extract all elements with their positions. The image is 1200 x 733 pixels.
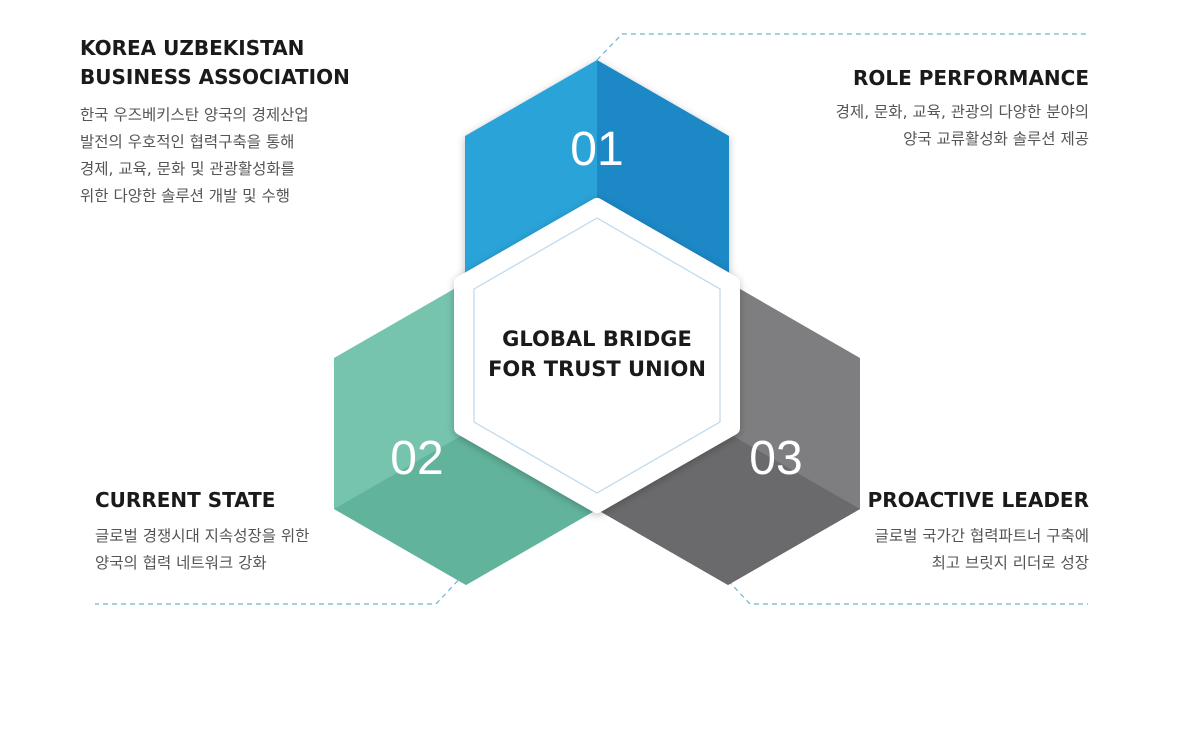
role-desc-line-2: 양국 교류활성화 솔루션 제공 bbox=[903, 130, 1089, 148]
association-desc-line-3: 경제, 교육, 문화 및 관광활성화를 bbox=[80, 160, 295, 178]
proactive-block: PROACTIVE LEADER 글로벌 국가간 협력파트너 구축에 최고 브릿… bbox=[868, 486, 1089, 577]
proactive-desc-line-1: 글로벌 국가간 협력파트너 구축에 bbox=[874, 527, 1089, 545]
role-description: 경제, 문화, 교육, 관광의 다양한 분야의 양국 교류활성화 솔루션 제공 bbox=[836, 99, 1089, 153]
role-desc-line-1: 경제, 문화, 교육, 관광의 다양한 분야의 bbox=[835, 103, 1089, 121]
association-description: 한국 우즈베키스탄 양국의 경제산업 발전의 우호적인 협력구축을 통해 경제,… bbox=[80, 102, 350, 210]
association-block: KOREA UZBEKISTAN BUSINESS ASSOCIATION 한국… bbox=[80, 34, 350, 210]
association-title-line-2: BUSINESS ASSOCIATION bbox=[80, 65, 350, 89]
current-title: CURRENT STATE bbox=[95, 488, 276, 512]
proactive-title: PROACTIVE LEADER bbox=[867, 488, 1089, 512]
hexagon-03-number: 03 bbox=[749, 432, 802, 485]
association-desc-line-1: 한국 우즈베키스탄 양국의 경제산업 bbox=[80, 106, 309, 124]
association-title: KOREA UZBEKISTAN BUSINESS ASSOCIATION bbox=[80, 34, 350, 92]
current-block: CURRENT STATE 글로벌 경쟁시대 지속성장을 위한 양국의 협력 네… bbox=[95, 486, 309, 577]
association-title-line-1: KOREA UZBEKISTAN bbox=[80, 36, 305, 60]
role-title: ROLE PERFORMANCE bbox=[852, 66, 1089, 90]
current-desc-line-1: 글로벌 경쟁시대 지속성장을 위한 bbox=[95, 527, 310, 545]
role-block: ROLE PERFORMANCE 경제, 문화, 교육, 관광의 다양한 분야의… bbox=[836, 64, 1089, 153]
proactive-description: 글로벌 국가간 협력파트너 구축에 최고 브릿지 리더로 성장 bbox=[868, 523, 1089, 577]
center-title-line-2: FOR TRUST UNION bbox=[488, 357, 706, 381]
association-desc-line-2: 발전의 우호적인 협력구축을 통해 bbox=[80, 133, 295, 151]
association-desc-line-4: 위한 다양한 솔루션 개발 및 수행 bbox=[80, 187, 291, 205]
connector-bottom-left bbox=[95, 573, 465, 605]
connector-bottom-right bbox=[721, 573, 1088, 605]
current-desc-line-2: 양국의 협력 네트워크 강화 bbox=[95, 554, 267, 572]
hexagon-02-number: 02 bbox=[390, 432, 443, 485]
hexagon-01-number: 01 bbox=[570, 123, 623, 176]
current-description: 글로벌 경쟁시대 지속성장을 위한 양국의 협력 네트워크 강화 bbox=[95, 523, 309, 577]
connector-top-right bbox=[596, 33, 1088, 61]
center-title-line-1: GLOBAL BRIDGE bbox=[502, 327, 692, 351]
center-hexagon bbox=[454, 198, 740, 513]
proactive-desc-line-2: 최고 브릿지 리더로 성장 bbox=[931, 554, 1089, 572]
